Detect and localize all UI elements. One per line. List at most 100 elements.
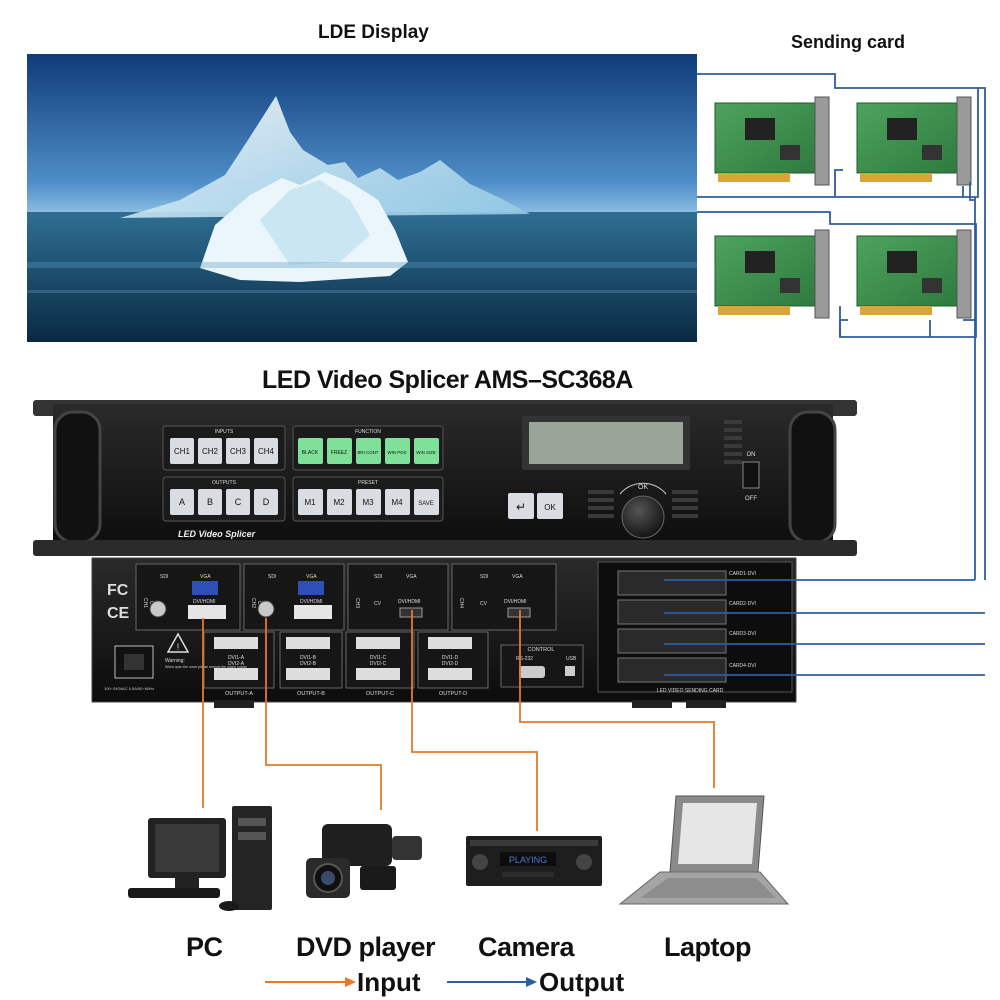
ch1-vga: VGA bbox=[200, 574, 211, 580]
back-button-label: ↵ bbox=[516, 500, 526, 514]
ch2-dvi-hdmi: DVI/HDMI bbox=[300, 599, 323, 605]
led-display bbox=[27, 54, 697, 342]
input-label-ch3: CH3 bbox=[230, 447, 247, 456]
input-button-ch4[interactable] bbox=[254, 438, 278, 464]
iceberg-image bbox=[27, 96, 697, 293]
warning-icon bbox=[166, 632, 190, 653]
lcd-screen bbox=[529, 422, 683, 464]
input-label-ch1: CH1 bbox=[174, 447, 191, 456]
card3-label: CARD3-DVI bbox=[729, 631, 756, 637]
ch1-label: CH1 bbox=[142, 598, 148, 608]
vents bbox=[588, 420, 742, 518]
splicer-rear-panel: FC CE CH1 SDI VGA CV DVI/HDMI CH2 SDI VG… bbox=[91, 557, 797, 708]
out-b-port-1: DVI1-B bbox=[300, 655, 317, 661]
card4-label: CARD4-DVI bbox=[729, 663, 756, 669]
function-button-win-size[interactable] bbox=[414, 438, 439, 464]
ch2-vga: VGA bbox=[306, 574, 317, 580]
brand-label: LED Video Splicer bbox=[178, 529, 256, 539]
preset-button-m1[interactable] bbox=[298, 489, 323, 515]
back-button[interactable] bbox=[508, 493, 534, 519]
ch3-label: CH3 bbox=[354, 598, 360, 608]
fc-mark: FC bbox=[107, 582, 129, 599]
pc-icon bbox=[128, 806, 272, 911]
preset-button-m3[interactable] bbox=[356, 489, 381, 515]
out-a-port-2: DVI2-A bbox=[228, 661, 245, 667]
input-lines bbox=[202, 610, 715, 831]
sending-card-4 bbox=[856, 229, 972, 319]
function-label-black: BLACK bbox=[302, 450, 319, 456]
knob-label: OK bbox=[638, 484, 648, 491]
input-buttons: CH1 CH2 CH3 CH4 bbox=[170, 438, 278, 464]
function-button-freez[interactable] bbox=[327, 438, 352, 464]
out-d-port-1: DVI1-D bbox=[442, 655, 459, 661]
device-label-camera: Camera bbox=[478, 932, 575, 962]
input-button-ch1[interactable] bbox=[170, 438, 194, 464]
group-preset-label: PRESET bbox=[358, 480, 378, 486]
power-switch[interactable] bbox=[742, 461, 760, 489]
output-b-label: OUTPUT-B bbox=[297, 691, 325, 697]
preset-button-m2[interactable] bbox=[327, 489, 352, 515]
camcorder-icon bbox=[306, 824, 422, 898]
preset-button-m4[interactable] bbox=[385, 489, 410, 515]
output-arrow-icon bbox=[526, 977, 537, 987]
function-label-bri-cont: BRI CONT bbox=[358, 450, 379, 455]
ch1-dvi-hdmi: DVI/HDMI bbox=[193, 599, 216, 605]
ok-knob[interactable] bbox=[621, 495, 665, 539]
output-button-c[interactable] bbox=[226, 489, 250, 515]
output-blocks: DVI1-A DVI2-A DVI1-B DVI2-B DVI1-C DVI2-… bbox=[203, 631, 489, 697]
sending-card-grid bbox=[714, 96, 972, 319]
function-button-bri-cont[interactable] bbox=[356, 438, 381, 464]
ch3-cv: CV bbox=[374, 601, 382, 607]
output-button-d[interactable] bbox=[254, 489, 278, 515]
input-button-ch2[interactable] bbox=[198, 438, 222, 464]
preset-button-save[interactable] bbox=[414, 489, 439, 515]
device-label-dvd-player: DVD player bbox=[296, 932, 436, 962]
rs232-port[interactable] bbox=[519, 666, 545, 678]
function-button-win-pos[interactable] bbox=[385, 438, 410, 464]
out-b-port-2: DVI2-B bbox=[300, 661, 317, 667]
ch4-dvi-hdmi: DVI/HDMI bbox=[504, 599, 527, 605]
output-label-b: B bbox=[207, 497, 213, 507]
output-d-label: OUTPUT-D bbox=[439, 691, 467, 697]
output-button-a[interactable] bbox=[170, 489, 194, 515]
rs232-label: RS-232 bbox=[516, 656, 533, 662]
group-inputs-label: INPUTS bbox=[215, 429, 234, 435]
preset-label-m4: M4 bbox=[391, 498, 403, 507]
legend-input-label: Input bbox=[357, 967, 421, 997]
function-label-win-pos: WIN POS bbox=[387, 450, 406, 455]
sending-card-1 bbox=[714, 96, 830, 186]
output-label-d: D bbox=[263, 497, 270, 507]
preset-label-m2: M2 bbox=[333, 498, 345, 507]
card2-label: CARD2-DVI bbox=[729, 601, 756, 607]
preset-label-save: SAVE bbox=[418, 501, 434, 507]
usb-label: USB bbox=[566, 656, 577, 662]
ch2-label: CH2 bbox=[250, 598, 256, 608]
out-d-port-2: DVI2-D bbox=[442, 661, 459, 667]
sending-card-caption: LED VIDEO SENDING CARD bbox=[657, 688, 724, 694]
ch3-sdi: SDI bbox=[374, 574, 382, 580]
out-a-port-1: DVI1-A bbox=[228, 655, 245, 661]
input-label-ch2: CH2 bbox=[202, 447, 219, 456]
power-spec: 100~240VAC 0.5A/50~60Hz bbox=[104, 686, 154, 691]
ch2-sdi: SDI bbox=[268, 574, 276, 580]
dvd-screen-text: PLAYING bbox=[509, 855, 547, 865]
output-button-b[interactable] bbox=[198, 489, 222, 515]
laptop-icon bbox=[618, 795, 790, 905]
dvd-player-icon: PLAYING bbox=[466, 836, 602, 886]
output-c-label: OUTPUT-C bbox=[366, 691, 394, 697]
preset-label-m1: M1 bbox=[304, 498, 316, 507]
ch4-vga: VGA bbox=[512, 574, 523, 580]
input-button-ch3[interactable] bbox=[226, 438, 250, 464]
sending-card-2 bbox=[856, 96, 972, 186]
ch4-cv: CV bbox=[480, 601, 488, 607]
output-buttons: A B C D bbox=[170, 489, 278, 515]
input-arrow-icon bbox=[345, 977, 356, 987]
ok-button[interactable] bbox=[537, 493, 563, 519]
usb-port[interactable] bbox=[565, 666, 575, 676]
warning-text: When open the cover please remove the po… bbox=[165, 665, 247, 669]
function-button-black[interactable] bbox=[298, 438, 323, 464]
input-label-ch4: CH4 bbox=[258, 447, 275, 456]
ce-mark: CE bbox=[107, 605, 130, 622]
group-outputs-label: OUTPUTS bbox=[212, 480, 237, 486]
